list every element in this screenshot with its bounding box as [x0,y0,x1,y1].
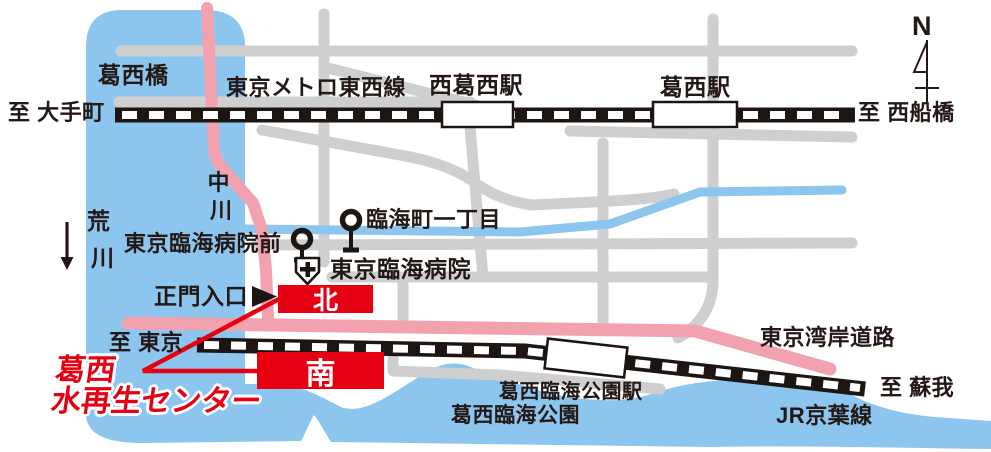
nakagawa-char-2: 川 [210,198,233,223]
bus-stop-icon-rinkaicho [339,208,363,253]
main-gate-label: 正門入口 [154,283,248,309]
keiyo-rail-dashes [203,341,861,392]
facility-name-line1: 葛西 [53,354,118,387]
hospital-icon [294,256,321,286]
road-vertical-east [672,13,719,344]
station-box-kasai [651,100,739,129]
south-block-label: 南 [305,357,336,391]
tozai-line-label: 東京メトロ東西線 [226,75,407,100]
keiyo-terminus-tokyo: 至 東京 [109,330,184,355]
facility-north-block: 北 [278,285,373,315]
road-rinkai-horizontal [250,237,858,251]
north-block-label: 北 [312,287,338,315]
station-box-nishikasai [440,100,515,129]
road-pink-wangan [121,316,837,376]
station-label-kasai: 葛西駅 [660,74,731,100]
bus-stop-icon-hospital-mae [290,227,314,263]
facility-south-block: 南 [257,352,384,391]
hospital-label: 東京臨海病院 [330,256,471,282]
nakagawa-label: 中 川 [205,170,233,223]
keiyo-terminus-soga: 至 蘇我 [880,375,955,400]
keiyo-line-rail [196,337,866,397]
bus-stop-label-rinkaicho: 臨海町一丁目 [366,207,502,232]
station-box-kasairinkaikoen [543,337,629,379]
stream-rinkai [240,185,847,237]
arakawa-char-1: 荒 [87,208,110,234]
park-label: 葛西臨海公園 [451,404,580,427]
arakawa-char-2: 川 [91,245,114,271]
road-park-access [387,347,666,395]
facility-pointer-lines [141,297,281,374]
road-diagonal-under-line [318,61,481,111]
tozai-line-rail [115,100,855,129]
facility-name-label: 葛西 水再生センター [48,354,268,418]
bus-stop-label-hospital-mae: 東京臨海病院前 [124,231,282,256]
road-vertical-station-south [464,121,489,283]
road-diagonal-curve [256,124,680,211]
main-gate-arrow-icon [252,286,277,307]
wangan-road-label: 東京湾岸道路 [760,325,896,350]
keiyo-line-label: JR京葉線 [776,403,873,428]
facility-name-line2: 水再生センター [48,384,264,418]
north-compass-icon [912,40,939,104]
road-pink-north-south [201,2,274,325]
arakawa-label: 荒 川 [83,210,114,270]
tozai-terminus-otemachi: 至 大手町 [8,100,105,125]
river-flow-arrow-icon [60,222,74,270]
compass-north-label: N [912,11,932,41]
station-label-kasairinkaikoen: 葛西臨海公園駅 [499,381,643,403]
nakagawa-char-1: 中 [207,170,230,195]
kasaibashi-label: 葛西橋 [98,62,169,88]
road-mid-horizontal-east [564,125,858,143]
tozai-terminus-nishifunabashi: 至 西船橋 [858,100,955,125]
station-label-nishikasai: 西葛西駅 [429,72,523,98]
